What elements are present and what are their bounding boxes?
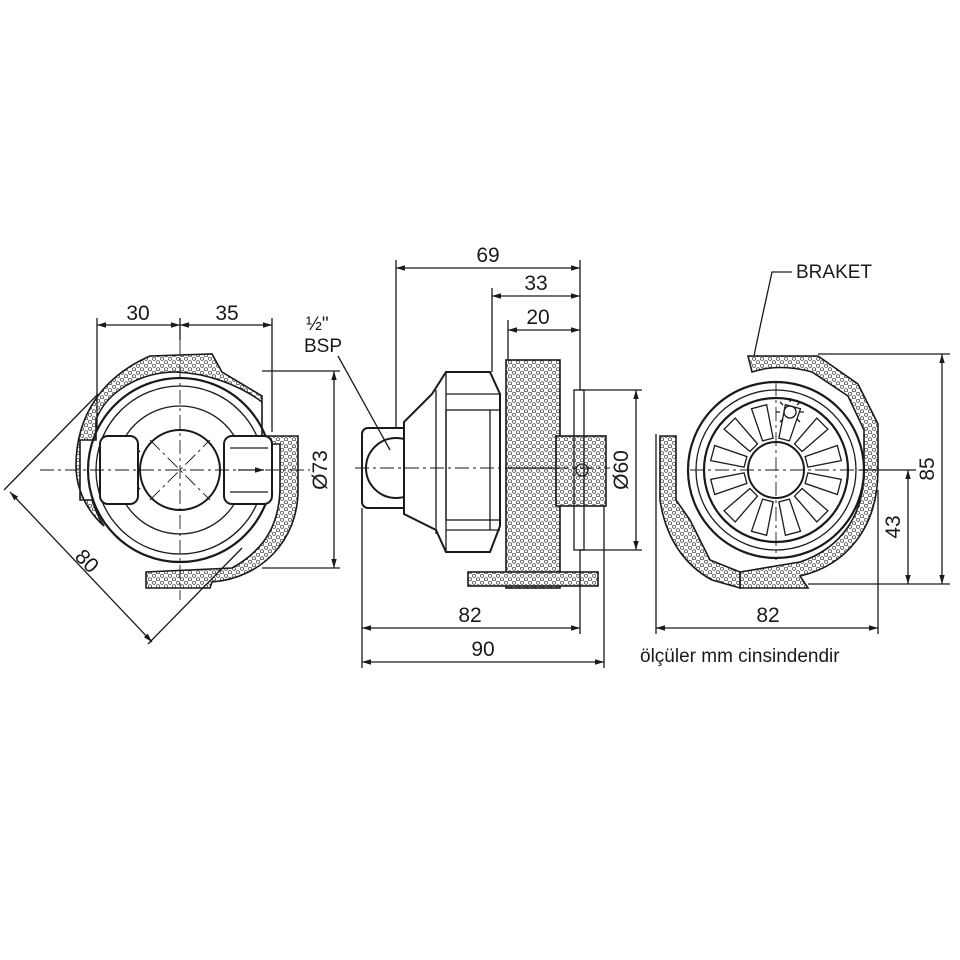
rear-spoke-wheel	[709, 403, 843, 537]
dim-side-33: 33	[524, 272, 547, 295]
dim-rear-85: 85	[916, 457, 939, 480]
spoke-slot	[723, 487, 759, 523]
spoke-slot	[709, 472, 748, 496]
side-bracket-block	[505, 359, 561, 589]
spoke-slot	[750, 403, 774, 442]
spoke-slot	[709, 444, 748, 468]
side-body	[403, 371, 501, 553]
dim-rear-82: 82	[756, 604, 779, 627]
dim-side-diameter: Ø60	[610, 450, 633, 490]
dim-side-20: 20	[526, 306, 549, 329]
front-view: 30 35 Ø73 80	[3, 302, 340, 645]
bsp-label: BSP	[304, 336, 342, 357]
dim-side-82: 82	[458, 604, 481, 627]
bsp-fraction-label: ½"	[306, 314, 329, 335]
spoke-slot	[793, 487, 829, 523]
spoke-slot	[723, 417, 759, 453]
spoke-slot	[804, 472, 843, 496]
rear-view: BRAKET 82 43 85 ölçüler mm cinsindendir	[640, 262, 950, 667]
spoke-slot	[778, 498, 802, 537]
braket-leader	[753, 271, 792, 357]
dim-front-diameter: Ø73	[309, 450, 332, 490]
front-bracket-shell	[75, 353, 299, 589]
dim-side-69: 69	[476, 244, 499, 267]
sun-icon	[776, 398, 804, 423]
spoke-slot	[804, 444, 843, 468]
dim-rear-43: 43	[882, 515, 905, 538]
spoke-slot	[793, 417, 829, 453]
rear-bracket-shell	[739, 355, 879, 589]
dim-front-diagonal: 80	[70, 545, 103, 578]
side-view: 69 33 20 Ø60 82 90 ½" BSP	[304, 244, 642, 668]
dim-side-90: 90	[471, 638, 494, 661]
spoke-slot	[778, 403, 802, 442]
braket-label: BRAKET	[796, 262, 872, 283]
bsp-leader	[337, 355, 391, 451]
dim-front-35: 35	[215, 302, 238, 325]
units-note: ölçüler mm cinsindendir	[640, 646, 840, 667]
spoke-slot	[750, 498, 774, 537]
dim-front-30: 30	[126, 302, 149, 325]
